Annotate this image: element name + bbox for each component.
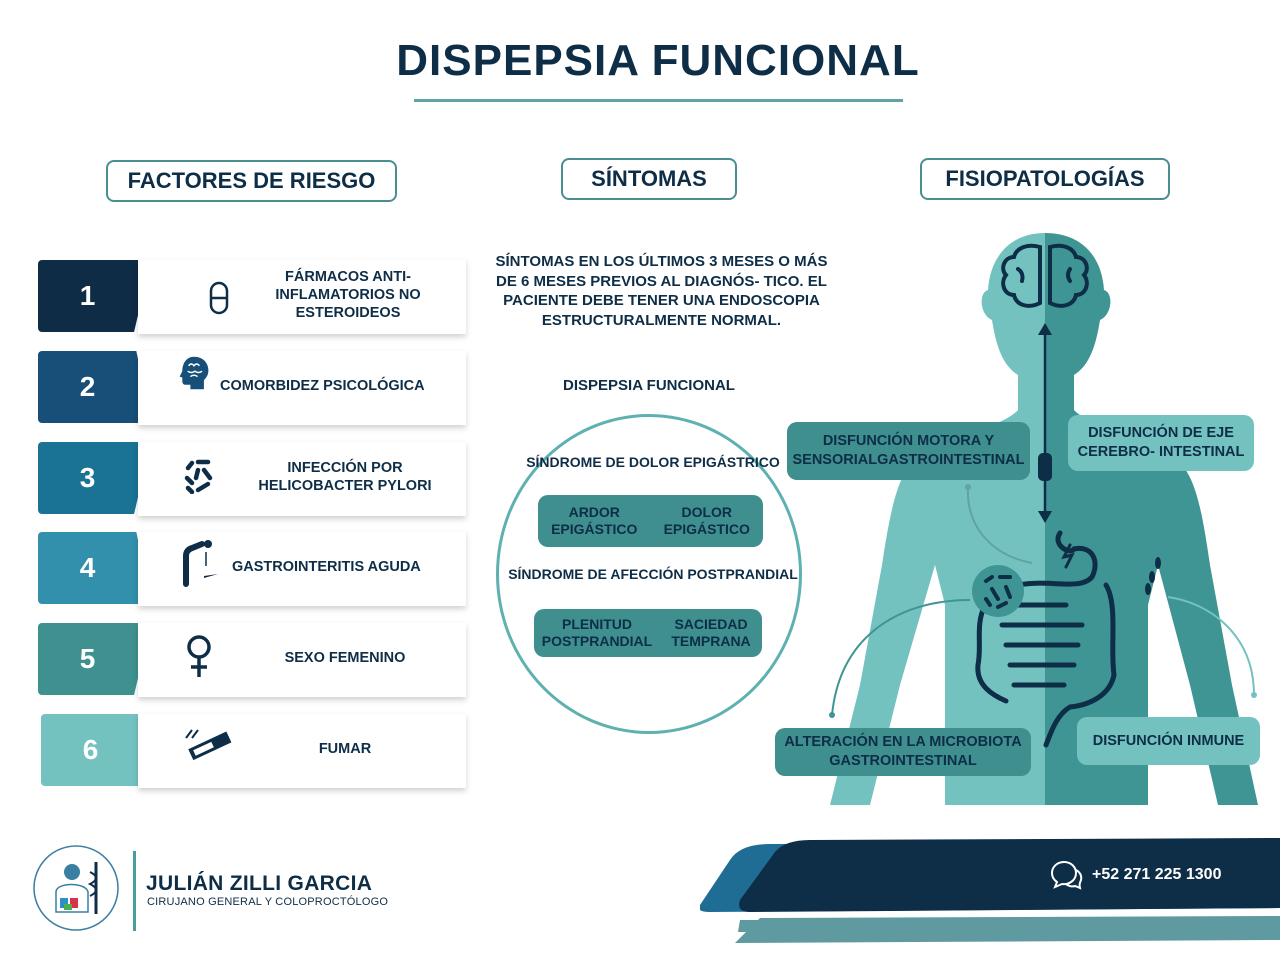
risk-card: FÁRMACOS ANTI-INFLAMATORIOS NO ESTEROIDE…	[138, 260, 466, 334]
section-header-factores: FACTORES DE RIESGO	[106, 160, 397, 202]
brain-gut-axis-arrow	[1038, 323, 1052, 523]
symptom-item: ARDOR EPIGÁSTICO	[551, 504, 638, 537]
page-title: DISPEPSIA FUNCIONAL	[396, 36, 920, 85]
risk-number-badge: 2	[38, 351, 151, 423]
phone-contact[interactable]: +52 271 225 1300	[1050, 858, 1221, 892]
risk-number-badge: 5	[38, 623, 151, 695]
pill-capsule-icon	[209, 281, 229, 315]
footer-band	[700, 838, 1280, 943]
risk-factor-item: 3 INFECCIÓN POR HELICOBACTER PYLORI	[38, 442, 468, 516]
vomiting-person-icon	[183, 540, 218, 587]
symptom-item: SACIEDAD TEMPRANA	[671, 616, 751, 649]
risk-card: COMORBIDEZ PSICOLÓGICA	[138, 351, 466, 425]
cigarette-icon	[185, 729, 232, 761]
doctor-logo	[33, 845, 119, 931]
syndrome-title: SÍNDROME DE AFECCIÓN POSTPRANDIAL	[508, 566, 798, 582]
risk-card: INFECCIÓN POR HELICOBACTER PYLORI	[138, 442, 466, 516]
risk-card: FUMAR	[138, 714, 466, 788]
footer-divider	[133, 851, 136, 931]
symptoms-description: SÍNTOMAS EN LOS ÚLTIMOS 3 MESES O MÁS DE…	[495, 253, 828, 329]
risk-label: FÁRMACOS ANTI-INFLAMATORIOS NO ESTEROIDE…	[275, 269, 421, 321]
chat-bubbles-icon	[1050, 860, 1083, 890]
risk-card: GASTROINTERITIS AGUDA	[138, 532, 466, 606]
connector-lines	[829, 484, 1257, 718]
section-header-sintomas: SÍNTOMAS	[561, 158, 737, 200]
risk-factor-item: 5 SEXO FEMENINO	[38, 623, 468, 697]
risk-number-badge: 3	[38, 442, 151, 514]
digestive-system-icon	[975, 530, 1117, 748]
risk-number-badge: 4	[38, 532, 151, 604]
risk-factor-item: 6 FUMAR	[38, 714, 468, 788]
risk-label: COMORBIDEZ PSICOLÓGICA	[220, 378, 425, 394]
tag-disfuncion-inmune: DISFUNCIÓN INMUNE	[1077, 717, 1260, 765]
tag-disfuncion-eje: DISFUNCIÓN DE EJE CEREBRO- INTESTINAL	[1068, 415, 1254, 471]
risk-number-badge: 1	[38, 260, 151, 332]
symptom-item: DOLOR EPIGÁSTICO	[663, 504, 750, 537]
bacteria-cluster-icon	[972, 565, 1024, 617]
human-body-diagram	[829, 233, 1258, 805]
head-brain-icon	[179, 356, 209, 390]
risk-number-badge: 6	[41, 714, 154, 786]
female-symbol-icon	[187, 635, 211, 677]
section-header-fisiopatologias: FISIOPATOLOGÍAS	[920, 158, 1170, 200]
syndrome-title: SÍNDROME DE DOLOR EPIGÁSTRICO	[526, 454, 780, 470]
risk-label: INFECCIÓN POR HELICOBACTER PYLORI	[258, 460, 432, 494]
risk-factor-item: 2 COMORBIDEZ PSICOLÓGICA	[38, 351, 468, 425]
syndromes-circle	[496, 414, 802, 734]
risk-card: SEXO FEMENINO	[138, 623, 466, 697]
risk-label: FUMAR	[318, 741, 372, 757]
title-divider	[414, 99, 903, 102]
brand-name: JULIÁN ZILLI GARCIA	[146, 872, 373, 895]
brand-specialty: CIRUJANO GENERAL Y COLOPROCTÓLOGO	[147, 896, 389, 908]
risk-label: GASTROINTERITIS AGUDA	[232, 559, 421, 575]
brain-icon	[1001, 243, 1089, 308]
tag-disfuncion-motora: DISFUNCIÓN MOTORA Y SENSORIALGASTROINTES…	[787, 422, 1030, 480]
symptom-item: PLENITUD POSTPRANDIAL	[541, 616, 653, 649]
risk-label: SEXO FEMENINO	[284, 650, 406, 666]
phone-number[interactable]: +52 271 225 1300	[1092, 866, 1222, 883]
bacteria-icon	[184, 459, 213, 494]
inflammation-drops-icon	[1145, 557, 1161, 595]
syndrome-symptoms-pill: ARDOR EPIGÁSTICO DOLOR EPIGÁSTICO	[538, 495, 763, 547]
risk-factor-item: 1 FÁRMACOS ANTI-INFLAMATORIOS NO ESTEROI…	[38, 260, 468, 334]
symptoms-subtitle: DISPEPSIA FUNCIONAL	[563, 377, 735, 394]
risk-factor-item: 4 GASTROINTERITIS AGUDA	[38, 532, 468, 606]
syndrome-symptoms-pill: PLENITUD POSTPRANDIAL SACIEDAD TEMPRANA	[534, 609, 762, 657]
tag-alteracion-microbiota: ALTERACIÓN EN LA MICROBIOTA GASTROINTEST…	[775, 728, 1031, 776]
